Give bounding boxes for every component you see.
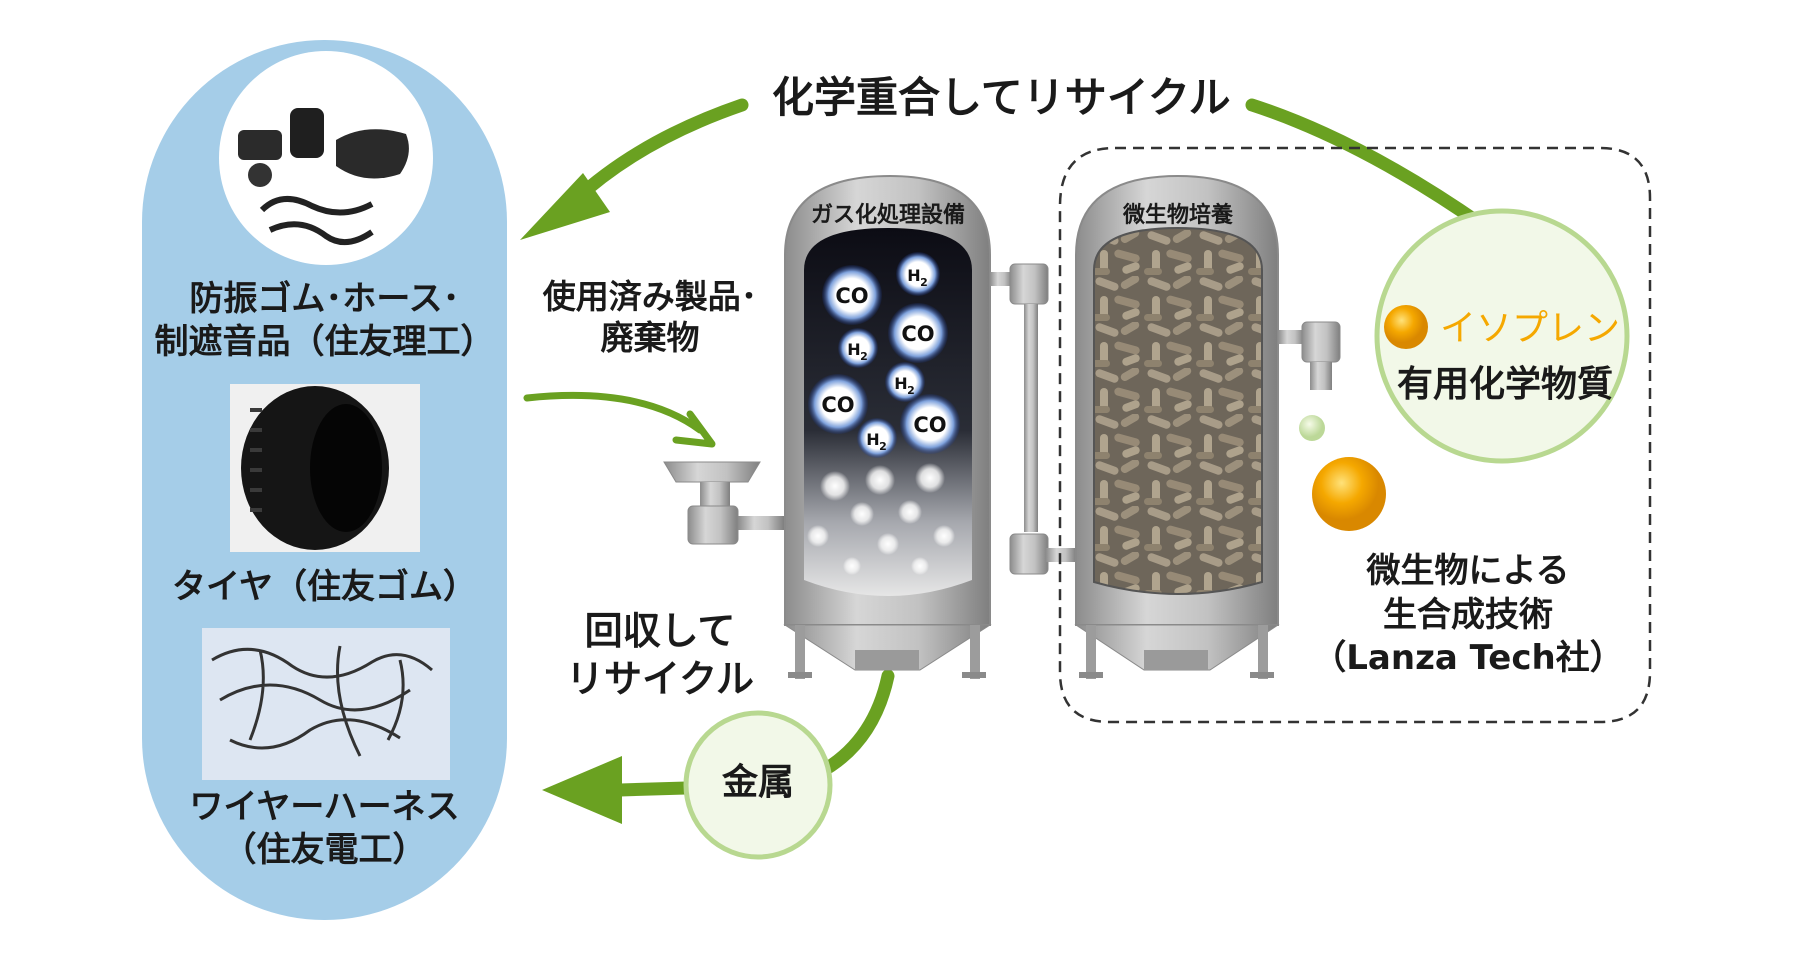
useful-chemicals-label: 有用化学物質	[1396, 364, 1613, 405]
wire-harness-image	[202, 628, 450, 780]
biosynthesis-label-line3: （Lanza Tech社）	[1312, 638, 1624, 679]
tire-image	[230, 384, 420, 552]
molecule-co: CO	[901, 322, 934, 346]
biotech-dashed-region	[1058, 146, 1652, 724]
molecule-h2-subscript: 2	[907, 384, 915, 397]
input-label-line2: 廃棄物	[600, 318, 700, 358]
molecule-co: CO	[821, 393, 854, 417]
biosynthesis-label-line1: 微生物による	[1366, 551, 1570, 591]
isoprene-label: イソプレン	[1440, 308, 1621, 349]
isoprene-dot	[1384, 305, 1428, 349]
rubber-parts-label-line1: 防振ゴム･ホース･	[189, 279, 460, 319]
input-arrow	[523, 391, 716, 448]
feed-hopper	[663, 461, 784, 545]
rubber-parts-image	[219, 51, 433, 265]
biosynthesis-label-line2: 生合成技術	[1383, 594, 1553, 635]
recover-label-line2: リサイクル	[565, 656, 755, 701]
chemical-recycle-arrow	[520, 98, 1489, 240]
gasification-vessel-label: ガス化処理設備	[811, 202, 965, 228]
molecule-co: CO	[913, 413, 946, 437]
biosynthesis-label: 微生物による 生合成技術 （Lanza Tech社）	[1298, 550, 1638, 681]
isoprene-droplet	[1312, 457, 1386, 531]
microbe-vessel	[1074, 174, 1341, 679]
recover-label: 回収して リサイクル	[540, 608, 780, 703]
molecule-h2-subscript: 2	[920, 276, 928, 289]
metal-circle	[683, 710, 833, 860]
droplet-small	[1299, 415, 1325, 441]
molecule-co: CO	[835, 284, 868, 308]
molecule-h2: H	[907, 266, 920, 285]
connecting-pipes	[990, 263, 1076, 575]
molecule-h2: H	[866, 430, 879, 449]
wire-harness-label-line2: （住友電工）	[222, 829, 427, 870]
useful-chemicals-circle	[1374, 208, 1630, 464]
molecule-h2-subscript: 2	[879, 440, 887, 453]
molecule-h2-subscript: 2	[860, 350, 868, 363]
molecule-h2: H	[847, 340, 860, 359]
molecule-glows	[808, 252, 960, 458]
tire-label: タイヤ（住友ゴム）	[172, 567, 477, 607]
metal-label: 金属	[721, 762, 794, 803]
microbe-vessel-label: 微生物培養	[1122, 202, 1233, 228]
bubbles	[807, 463, 955, 575]
recover-label-line1: 回収して	[584, 609, 736, 653]
rubber-parts-label-line2: 制遮音品（住友理工）	[154, 321, 495, 362]
input-label-line1: 使用済み製品･	[542, 277, 758, 316]
wire-harness-label-line1: ワイヤーハーネス	[189, 787, 460, 827]
chemical-recycle-label: 化学重合してリサイクル	[772, 73, 1231, 122]
rubber-parts-label: 防振ゴム･ホース･ 制遮音品（住友理工）	[142, 278, 507, 363]
molecule-h2: H	[894, 374, 907, 393]
wire-harness-label: ワイヤーハーネス （住友電工）	[142, 786, 507, 871]
input-label: 使用済み製品･ 廃棄物	[520, 276, 780, 359]
